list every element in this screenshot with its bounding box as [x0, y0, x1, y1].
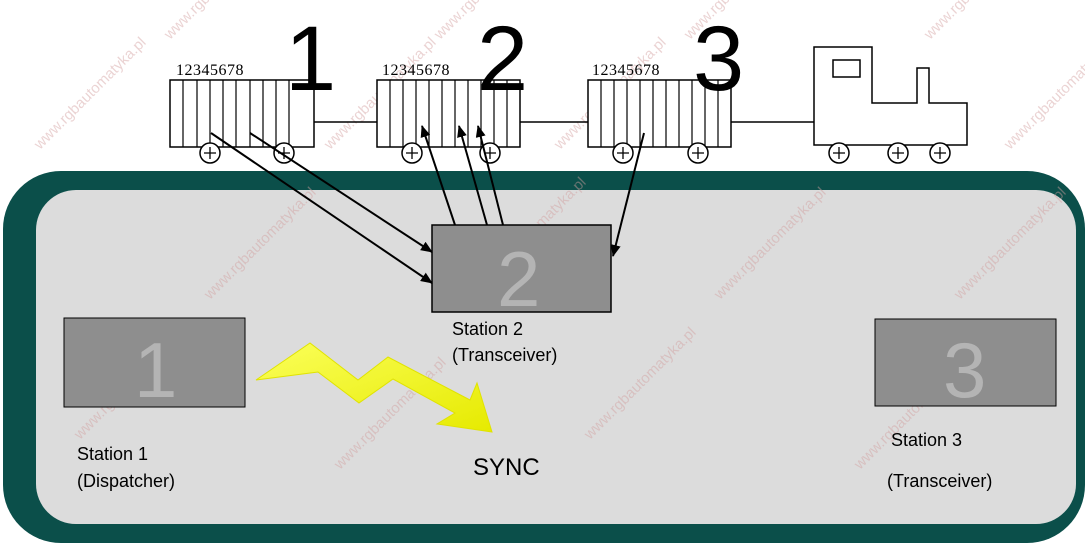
train-car-3: 12345678 3 [588, 8, 744, 163]
station-2-role: (Transceiver) [452, 345, 557, 365]
car-3-number: 3 [693, 8, 744, 110]
car-2-wheel [402, 143, 422, 163]
locomotive-wheel [829, 143, 849, 163]
car-1-wheel [200, 143, 220, 163]
station-3-role: (Transceiver) [887, 471, 992, 491]
car-1-number: 1 [285, 8, 336, 110]
locomotive-wheel [930, 143, 950, 163]
svg-text:1: 1 [134, 326, 177, 414]
train-car-1: 12345678 1 [170, 8, 336, 163]
locomotive-wheel [888, 143, 908, 163]
station-1-role: (Dispatcher) [77, 471, 175, 491]
svg-text:www.rgbautomatyka.pl: www.rgbautomatyka.pl [920, 0, 1039, 44]
station-1-name: Station 1 [77, 444, 148, 464]
svg-text:3: 3 [943, 326, 986, 414]
svg-text:www.rgbautomatyka.pl: www.rgbautomatyka.pl [1000, 34, 1085, 153]
svg-text:www.rgbautomatyka.pl: www.rgbautomatyka.pl [30, 34, 149, 153]
car-3-wheel [613, 143, 633, 163]
locomotive [814, 47, 967, 163]
station-3-box: 3 [875, 319, 1056, 414]
station-2-name: Station 2 [452, 319, 523, 339]
station-1-box: 1 [64, 318, 245, 414]
car-3-slot-numbers: 12345678 [592, 62, 660, 79]
car-2-number: 2 [477, 8, 528, 110]
svg-text:www.rgbautomatyka.pl: www.rgbautomatyka.pl [160, 0, 279, 44]
svg-text:2: 2 [497, 235, 540, 323]
car-1-slot-numbers: 12345678 [176, 62, 244, 79]
car-3-wheel [688, 143, 708, 163]
locomotive-window [833, 60, 860, 77]
station-2-box: 2 [432, 225, 611, 323]
station-3-name: Station 3 [891, 430, 962, 450]
car-2-slot-numbers: 12345678 [382, 62, 450, 79]
sync-label: SYNC [473, 454, 540, 481]
